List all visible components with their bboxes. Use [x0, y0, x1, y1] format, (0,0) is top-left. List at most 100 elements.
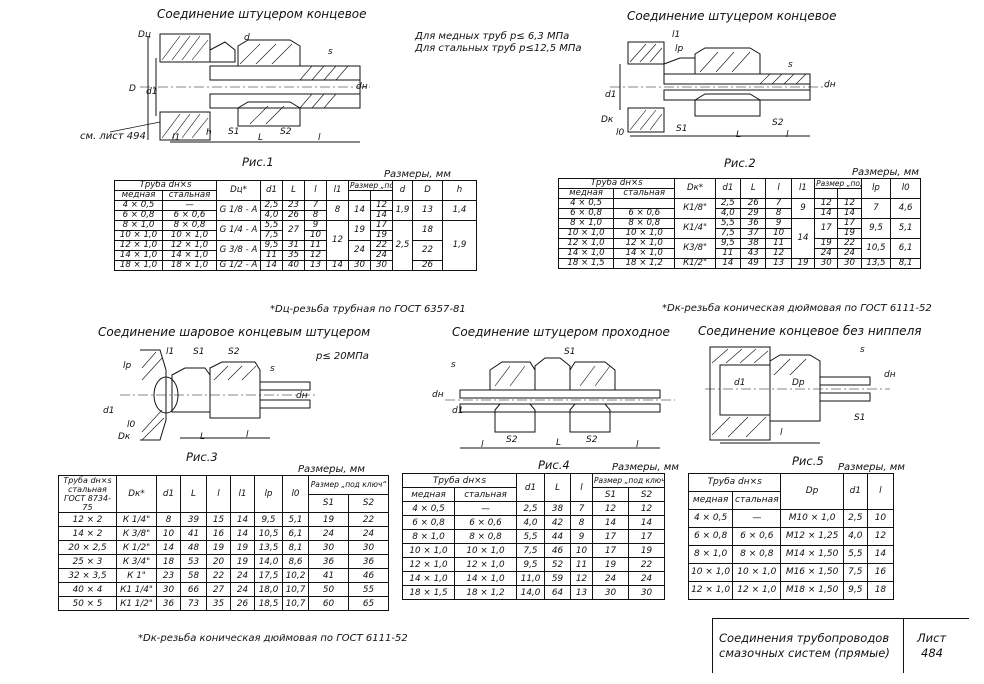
table1-footnote: *Dц-резьба трубная по ГОСТ 6357-81	[270, 304, 466, 315]
t5-h-l: l	[866, 473, 895, 510]
t1-h-D: D	[412, 180, 443, 201]
table-cell: 2,5	[516, 501, 546, 516]
table-cell: 40 × 4	[58, 582, 117, 597]
t5-h-steel: стальная	[732, 491, 782, 510]
f1-label-dn: dн	[356, 82, 368, 92]
t4-h-pipe: Труба dн×s	[401, 473, 518, 488]
table-cell: 12 × 1,0	[732, 581, 782, 600]
f1-label-dc: Dц	[138, 30, 152, 40]
table2-footnote: *Dк-резьба коническая дюймовая по ГОСТ 6…	[662, 303, 932, 314]
f1-label-D: D	[129, 84, 136, 94]
table-cell: 14 × 1,0	[402, 571, 455, 586]
table-cell: 46	[348, 568, 389, 583]
table-cell: 32 × 3,5	[58, 568, 117, 583]
table4: Труба dн×s d1 L l Размер „под ключ“ медн…	[401, 473, 666, 600]
table-cell: 10	[866, 509, 895, 528]
table-cell: 18,5	[254, 596, 283, 611]
f2-label-l1: l1	[672, 30, 681, 40]
table2-sizes-label: Размеры, мм	[852, 167, 919, 178]
table-cell: 17,5	[254, 568, 283, 583]
table-cell: 5,5	[842, 545, 868, 564]
t3-h-d1: d1	[156, 475, 181, 513]
table-cell: 30	[308, 540, 349, 555]
table-cell: 17	[628, 529, 666, 544]
f3-label-lp: lp	[123, 361, 132, 371]
table-cell: К 3/8"	[116, 526, 157, 541]
table-cell: 2,5	[842, 509, 868, 528]
t2-h-key: Размер „под ключ“	[814, 178, 862, 189]
table-cell: 8 × 1,0	[402, 529, 455, 544]
table2: Труба dн×s Dк* d1 L l l1 Размер „под клю…	[557, 178, 921, 269]
table-cell: 8 × 0,8	[453, 529, 518, 544]
table-cell: 60	[308, 596, 349, 611]
fig1-drawing	[109, 33, 370, 143]
table-cell: 10,5	[254, 526, 283, 541]
table-cell: —	[732, 509, 782, 528]
fig3-heading: Соединение шаровое концевым штуцером	[98, 325, 371, 339]
table-cell: 12	[866, 527, 895, 546]
table-cell: 39	[180, 512, 207, 527]
table-cell: 25 × 3	[58, 554, 117, 569]
table-cell: 10 × 1,0	[453, 543, 518, 558]
table-cell: M10 × 1,0	[780, 509, 844, 528]
table1: Труба dн×s Dц* d1 L l l1 Размер „под клю…	[114, 180, 477, 271]
fig4-heading: Соединение штуцером проходное	[452, 325, 670, 339]
table-cell: 26	[230, 596, 255, 611]
table4-sizes-label: Размеры, мм	[612, 462, 679, 473]
f5-label-s: s	[860, 345, 865, 355]
table-cell: 24	[628, 571, 666, 586]
table-cell: 8,1	[282, 540, 309, 555]
table-cell: 17	[592, 529, 630, 544]
title-line-1: Соединения трубопроводов	[719, 631, 890, 645]
table-cell: 6 × 0,8	[687, 527, 734, 546]
table-cell: 18	[866, 581, 895, 600]
fig5-drawing	[705, 346, 890, 444]
table-cell: 23	[156, 568, 181, 583]
f2-label-s2: S2	[772, 118, 784, 128]
f4-label-dn: dн	[432, 390, 444, 400]
table-cell: 24	[230, 568, 255, 583]
f2-label-lp: lp	[675, 44, 684, 54]
table-cell: 4,0	[842, 527, 868, 546]
table-cell: 18,0	[254, 582, 283, 597]
table-cell: 52	[544, 557, 572, 572]
t1-h-L: L	[282, 180, 305, 201]
f3-label-l: l	[246, 430, 249, 440]
t5-h-copper: медная	[687, 491, 734, 510]
table-cell: 13,5	[254, 540, 283, 555]
table-cell: 8 × 0,8	[732, 545, 782, 564]
f1-label-h: h	[206, 128, 212, 138]
f3-label-s: s	[270, 364, 275, 374]
f4-label-s2-right: S2	[586, 435, 598, 445]
table-cell: M14 × 1,50	[780, 545, 844, 564]
t4-h-copper: медная	[402, 487, 455, 502]
table-cell: 7	[570, 501, 594, 516]
table-cell: 55	[348, 582, 389, 597]
table-cell: 9,5	[254, 512, 283, 527]
f2-label-d1: d1	[605, 90, 617, 100]
t4-h-L: L	[544, 473, 572, 502]
table-cell: 36	[156, 596, 181, 611]
f4-label-s1: S1	[564, 347, 576, 357]
t3-h-s1: S1	[308, 493, 349, 513]
table-cell: 12 × 1,0	[687, 581, 734, 600]
table-cell: 66	[180, 582, 207, 597]
f3-label-dk: Dк	[118, 432, 131, 442]
t3-h-dk: Dк*	[116, 475, 157, 513]
table-cell: 6 × 0,6	[453, 515, 518, 530]
table-cell: 48	[180, 540, 207, 555]
f2-label-s1: S1	[676, 124, 688, 134]
table-cell: 30	[156, 582, 181, 597]
table-cell: 19	[230, 540, 255, 555]
